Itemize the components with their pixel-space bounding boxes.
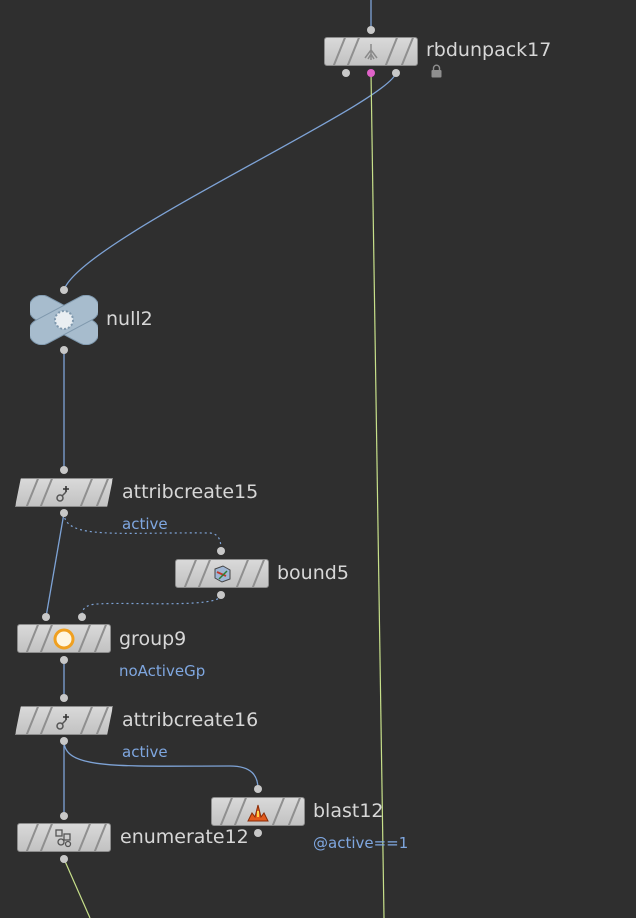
node-attribcreate16-label[interactable]: attribcreate16 [122, 709, 259, 731]
enumerate12-input[interactable] [60, 812, 68, 820]
wire-bound5-group9[interactable] [81, 594, 222, 618]
lock-icon[interactable] [430, 64, 443, 79]
enumerate-icon [55, 828, 72, 847]
attribcreate15-input[interactable] [60, 466, 68, 474]
node-rbdunpack17-label[interactable]: rbdunpack17 [426, 39, 552, 61]
node-null2-label[interactable]: null2 [106, 308, 153, 330]
attribcreate15-output[interactable] [60, 509, 68, 517]
node-group9-label[interactable]: group9 [119, 628, 187, 650]
group9-input-1[interactable] [42, 613, 50, 621]
bound-icon [214, 564, 231, 583]
blast12-output[interactable] [254, 829, 262, 837]
attribcreate16-output[interactable] [60, 737, 68, 745]
node-group9-body[interactable] [17, 624, 111, 653]
bound5-input[interactable] [217, 547, 225, 555]
attribcreate-icon [56, 485, 69, 502]
node-attribcreate15-annotation: active [122, 515, 168, 533]
null2-input[interactable] [60, 286, 68, 294]
wire-attribcreate16-blast12[interactable] [63, 740, 259, 790]
node-attribcreate15-label[interactable]: attribcreate15 [122, 481, 259, 503]
node-group9-annotation: noActiveGp [119, 662, 206, 680]
node-bound5-label[interactable]: bound5 [277, 562, 349, 584]
node-attribcreate16-body[interactable] [15, 706, 113, 735]
node-blast12-annotation: @active==1 [313, 834, 409, 852]
node-enumerate12-body[interactable] [17, 823, 111, 852]
node-rbdunpack17-body[interactable] [324, 37, 418, 66]
node-attribcreate16-annotation: active [122, 743, 168, 761]
wire-green-passthrough[interactable] [370, 71, 385, 918]
group-icon [53, 628, 75, 649]
wire-enumerate12-output[interactable] [63, 858, 91, 918]
group9-output[interactable] [60, 656, 68, 664]
node-blast12-body[interactable] [211, 797, 305, 826]
bound5-output[interactable] [217, 591, 225, 599]
attribcreate-icon [56, 713, 69, 730]
rbd-unpack-icon [364, 43, 378, 60]
blast12-input[interactable] [254, 785, 262, 793]
node-bound5-body[interactable] [175, 559, 269, 588]
node-attribcreate15-body[interactable] [15, 478, 113, 507]
node-blast12-label[interactable]: blast12 [313, 800, 384, 822]
rbdunpack17-input[interactable] [367, 26, 375, 34]
wire-attribcreate15-group9[interactable] [45, 512, 65, 618]
blast-icon [247, 804, 269, 821]
rbdunpack17-output-1[interactable] [342, 69, 350, 77]
null-icon[interactable] [30, 295, 98, 345]
node-enumerate12-label[interactable]: enumerate12 [120, 826, 249, 848]
rbdunpack17-output-2[interactable] [367, 69, 375, 77]
null2-output[interactable] [60, 346, 68, 354]
attribcreate16-input[interactable] [60, 694, 68, 702]
group9-input-2[interactable] [78, 613, 86, 621]
wire-rbdunpack-null[interactable] [63, 71, 397, 291]
rbdunpack17-output-3[interactable] [392, 69, 400, 77]
enumerate12-output[interactable] [60, 855, 68, 863]
